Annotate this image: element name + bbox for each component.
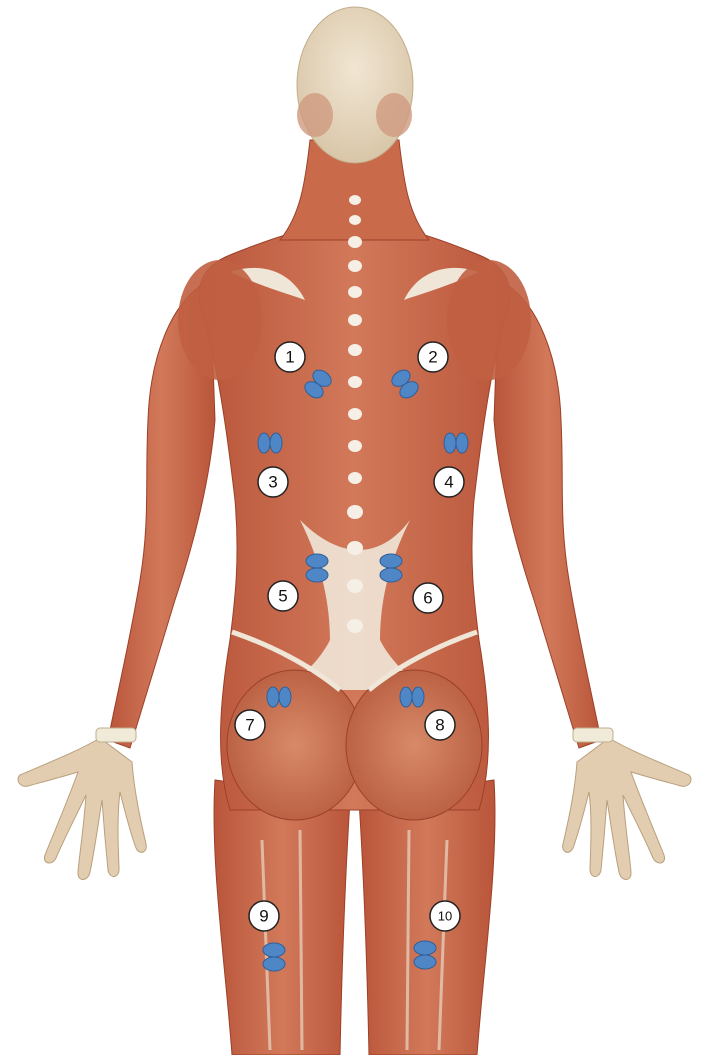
site-label-4: 4 [444, 473, 453, 492]
head [297, 7, 413, 163]
site-label-3: 3 [268, 473, 277, 492]
site-label-5: 5 [278, 587, 287, 606]
site-label-10: 10 [438, 909, 452, 924]
left-ear-muscle [297, 93, 333, 137]
right-leg [359, 780, 495, 1055]
site-label-7: 7 [245, 716, 254, 735]
left-gluteus [227, 670, 363, 820]
site-label-1: 1 [285, 348, 294, 367]
right-wrist [573, 728, 613, 742]
right-ear-muscle [376, 93, 412, 137]
left-leg [214, 780, 350, 1055]
right-deltoid [447, 260, 531, 380]
site-label-2: 2 [428, 348, 437, 367]
site-label-6: 6 [423, 589, 432, 608]
site-label-9: 9 [259, 907, 268, 926]
left-wrist [96, 728, 136, 742]
site-label-8: 8 [435, 716, 444, 735]
left-deltoid [178, 260, 262, 380]
